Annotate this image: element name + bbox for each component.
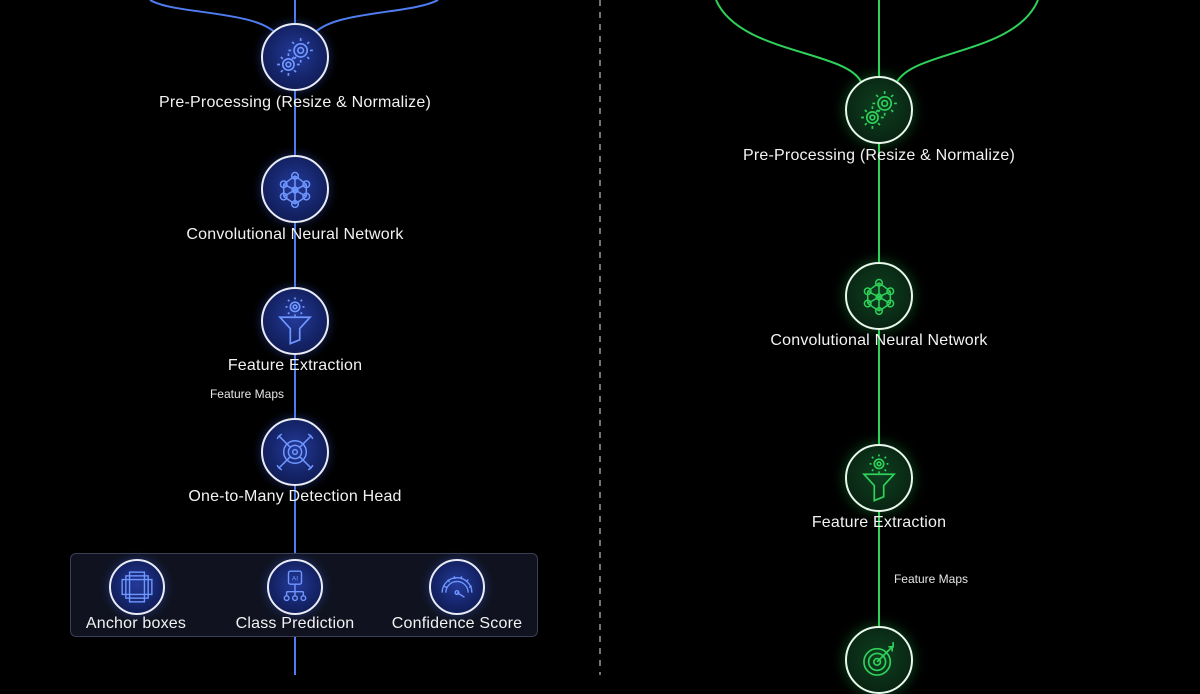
left-node-label-detection-head: One-to-Many Detection Head [188, 488, 402, 505]
ai-chip-icon: AI [267, 559, 323, 615]
right-edge-label-feature-maps: Feature Maps [893, 572, 969, 586]
gears-icon [845, 76, 913, 144]
network-icon [261, 155, 329, 223]
output-label-confidence-score: Confidence Score [391, 615, 523, 632]
left-branch-curve-a [149, 0, 279, 37]
gauge-icon [429, 559, 485, 615]
target-arrows-icon [261, 418, 329, 486]
left-node-label-cnn: Convolutional Neural Network [186, 226, 404, 243]
left-edge-label-feature-maps: Feature Maps [209, 387, 285, 401]
anchor-boxes-icon [109, 559, 165, 615]
right-node-label-feature-extraction: Feature Extraction [811, 514, 947, 531]
right-node-label-cnn: Convolutional Neural Network [770, 332, 988, 349]
svg-text:AI: AI [292, 576, 298, 583]
target-dart-icon [845, 626, 913, 694]
output-label-class-prediction: Class Prediction [235, 615, 355, 632]
left-branch-curve-b [311, 0, 439, 37]
funnel-gear-icon [261, 287, 329, 355]
right-branch-curve-b [895, 0, 1039, 85]
network-icon [845, 262, 913, 330]
gears-icon [261, 23, 329, 91]
output-label-anchor-boxes: Anchor boxes [85, 615, 187, 632]
right-branch-curve-a [715, 0, 863, 85]
left-node-label-feature-extraction: Feature Extraction [227, 357, 363, 374]
right-node-label-preprocessing: Pre-Processing (Resize & Normalize) [743, 147, 1015, 164]
left-node-label-preprocessing: Pre-Processing (Resize & Normalize) [159, 94, 431, 111]
funnel-gear-icon [845, 444, 913, 512]
